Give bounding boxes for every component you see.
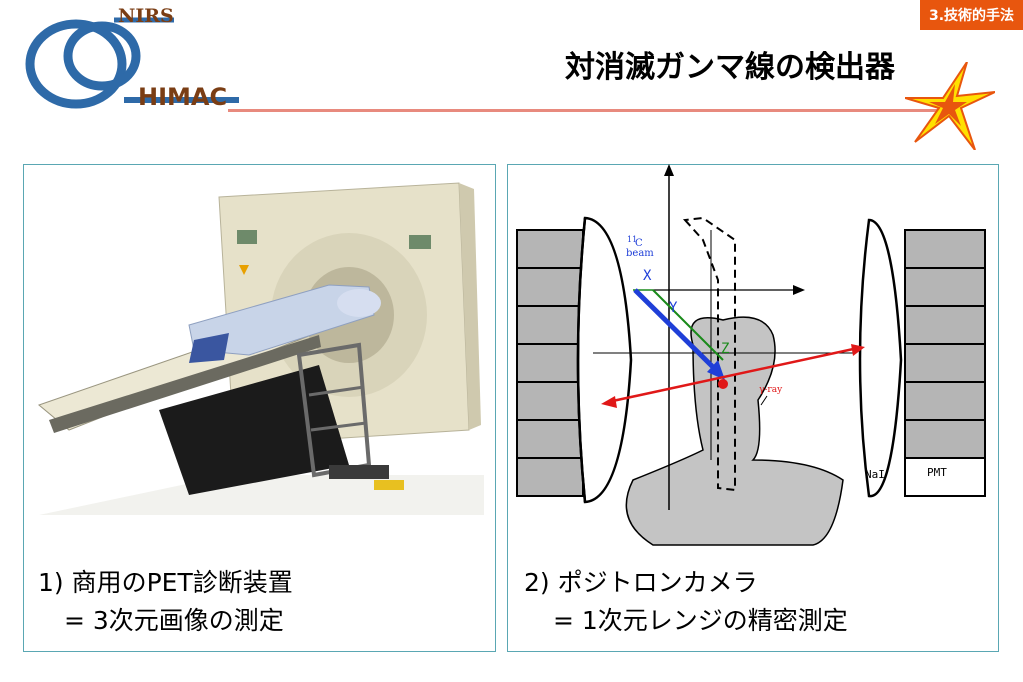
right-pmt-stack <box>904 229 986 497</box>
positron-camera-diagram: 11 C beam X Y Z γ-ray NaI PMT <box>516 164 986 546</box>
star-icon <box>905 62 995 150</box>
logo-himac-text: HIMAC <box>138 83 227 111</box>
page-title: 対消滅ガンマ線の検出器 <box>565 50 895 85</box>
axis-x-label: X <box>643 268 652 284</box>
axis-z-label: Z <box>721 341 729 357</box>
beam-label-beam: beam <box>626 248 654 259</box>
nai-label: NaI <box>865 468 885 481</box>
beam-label-sup: 11 <box>627 235 637 244</box>
pet-scanner-photo <box>29 175 484 515</box>
section-badge: 3.技術的手法 <box>920 0 1023 30</box>
nirs-himac-logo: NIRS HIMAC <box>25 5 239 111</box>
axis-y-label: Y <box>669 300 678 316</box>
beam-label-c: C <box>635 238 643 249</box>
logo-nirs-text: NIRS <box>118 5 174 27</box>
left-caption-line1: 1) 商用のPET診断装置 <box>38 568 293 597</box>
right-caption-line1: 2) ポジトロンカメラ <box>524 568 758 597</box>
left-caption-line2: = 3次元画像の測定 <box>64 606 284 635</box>
gamma-ray-label: γ-ray <box>759 385 783 395</box>
pmt-label: PMT <box>927 466 947 479</box>
header-rule <box>228 109 950 112</box>
right-caption-line2: = 1次元レンジの精密測定 <box>553 606 848 635</box>
